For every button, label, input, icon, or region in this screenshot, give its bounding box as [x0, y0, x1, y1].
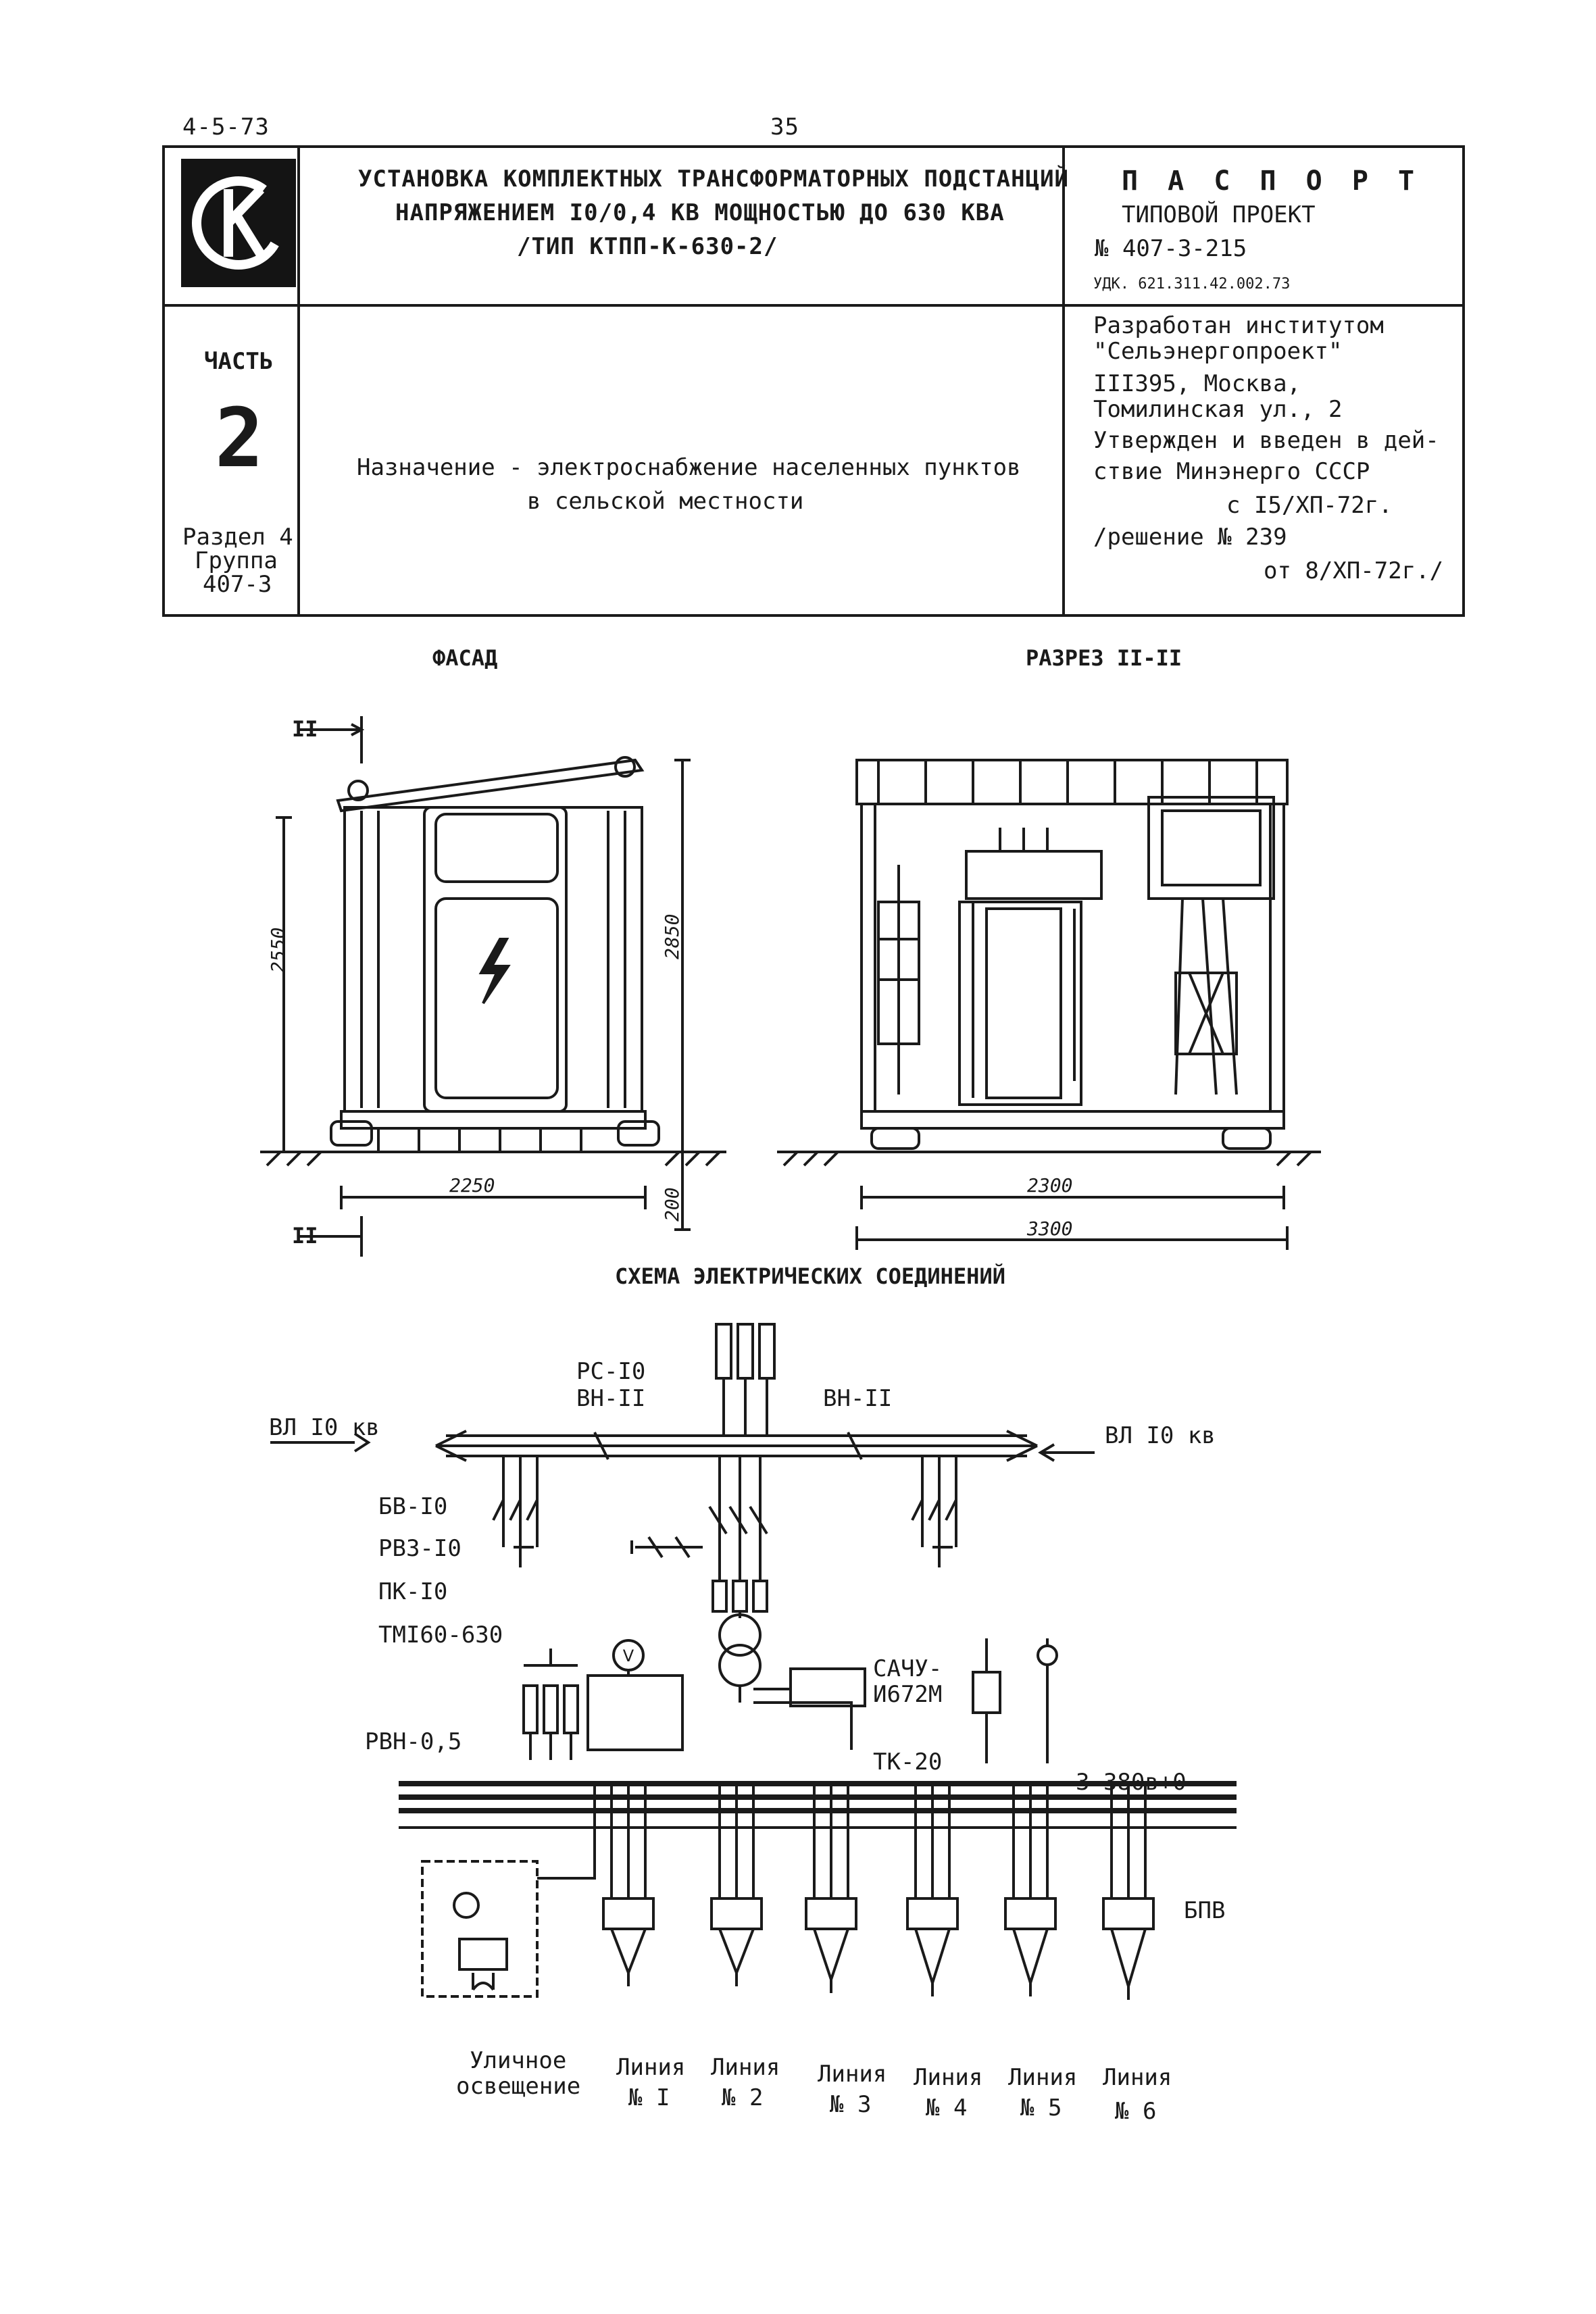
title-line-3: /ТИП КТПП-К-630-2/ — [517, 233, 778, 260]
section-mark-top: II — [292, 716, 318, 742]
title-line-1: УСТАНОВКА КОМПЛЕКТНЫХ ТРАНСФОРМАТОРНЫХ П… — [358, 166, 1070, 193]
approved-line-1: Утвержден и введен в дей- — [1093, 427, 1439, 454]
feeders — [602, 1784, 1155, 2000]
label-rs: РС-I0 — [576, 1358, 646, 1385]
group-number: 407-3 — [203, 571, 272, 598]
project-number: № 407-3-215 — [1095, 235, 1247, 262]
udk-code: УДК. 621.311.42.002.73 — [1093, 276, 1291, 293]
label-rvz: РВЗ-I0 — [378, 1535, 462, 1562]
facade-dim-height-2: 2850 — [661, 913, 683, 959]
label-vn-left: ВН-II — [576, 1385, 646, 1412]
schematic-drawing — [270, 1323, 1237, 2000]
developer-line-1: Разработан институтом — [1093, 312, 1384, 339]
label-pk: ПК-I0 — [378, 1578, 448, 1605]
facade-dim-width: 2250 — [449, 1174, 495, 1197]
decision-line-1: /решение № 239 — [1093, 524, 1287, 551]
line-label-4: Линия — [914, 2064, 983, 2091]
section-label: Раздел 4 — [182, 524, 293, 551]
voltmeter-label: V — [623, 1646, 634, 1665]
label-left-line: ВЛ I0 кв — [269, 1414, 380, 1441]
section-dim-width-2: 3300 — [1027, 1217, 1073, 1240]
facade-title: ФАСАД — [432, 645, 498, 671]
label-bv: БВ-I0 — [378, 1493, 448, 1520]
doc-code: 4-5-73 — [182, 114, 270, 141]
project-type: ТИПОВОЙ ПРОЕКТ — [1122, 201, 1316, 228]
developer-line-2: "Сельэнергопроект" — [1093, 338, 1343, 365]
approved-line-2: ствие Минэнерго СССР — [1093, 458, 1370, 485]
address-line-1: III395, Москва, — [1093, 370, 1301, 397]
label-rvn: РВН-0,5 — [365, 1728, 462, 1755]
line-num-4: № 4 — [926, 2094, 968, 2121]
approved-line-3: с I5/ХП-72г. — [1226, 492, 1393, 519]
line-num-5: № 5 — [1020, 2094, 1062, 2121]
line-label-1: Линия — [616, 2054, 686, 2081]
group-label: Группа — [195, 547, 278, 574]
label-tm: ТМI60-630 — [378, 1621, 503, 1649]
logo-icon — [181, 159, 296, 287]
section-dim-width-1: 2300 — [1027, 1174, 1073, 1197]
facade-dim-base: 200 — [661, 1187, 683, 1222]
line-num-6: № 6 — [1115, 2098, 1157, 2125]
line-label-5: Линия — [1008, 2064, 1078, 2091]
label-tk: ТК-20 — [873, 1749, 943, 1776]
divider-vertical-right — [1062, 145, 1065, 614]
line-num-3: № 3 — [830, 2091, 872, 2118]
line-label-6: Линия — [1103, 2064, 1172, 2091]
schematic-title: СХЕМА ЭЛЕКТРИЧЕСКИХ СОЕДИНЕНИЙ — [615, 1263, 1005, 1289]
title-line-2: НАПРЯЖЕНИЕМ I0/0,4 КВ МОЩНОСТЬЮ ДО 630 К… — [395, 199, 1005, 226]
line-label-3: Линия — [818, 2061, 887, 2088]
label-street-1: Уличное — [470, 2047, 567, 2074]
part-label: ЧАСТЬ — [204, 348, 274, 375]
section-mark-bottom: II — [292, 1223, 318, 1249]
decision-line-2: от 8/ХП-72г./ — [1264, 557, 1444, 584]
page-number: 35 — [770, 114, 799, 141]
label-right-line: ВЛ I0 кв — [1105, 1422, 1216, 1449]
address-line-2: Томилинская ул., 2 — [1093, 396, 1343, 423]
label-bpv: БПВ — [1184, 1897, 1226, 1924]
title-block-frame — [162, 145, 1465, 617]
logo — [181, 159, 296, 287]
divider-vertical-left — [297, 145, 300, 614]
line-num-2: № 2 — [722, 2084, 764, 2111]
label-street-2: освещение — [456, 2073, 581, 2100]
line-num-1: № I — [628, 2084, 670, 2111]
facade-dim-height-1: 2550 — [267, 927, 289, 973]
line-label-2: Линия — [711, 2054, 780, 2081]
label-vn-right: ВН-II — [823, 1385, 893, 1412]
label-sachu-1: САЧУ- — [873, 1655, 943, 1682]
purpose-line-1: Назначение - электроснабжение населенных… — [357, 454, 1021, 481]
passport-label: П А С П О Р Т — [1122, 166, 1422, 197]
part-number: 2 — [215, 392, 264, 486]
label-sachu-2: И672М — [873, 1681, 943, 1708]
section-title: РАЗРЕЗ II-II — [1026, 645, 1182, 671]
purpose-line-2: в сельской местности — [527, 488, 804, 515]
label-bus: 3~380в+0 — [1076, 1769, 1187, 1796]
divider-horizontal — [162, 304, 1462, 307]
